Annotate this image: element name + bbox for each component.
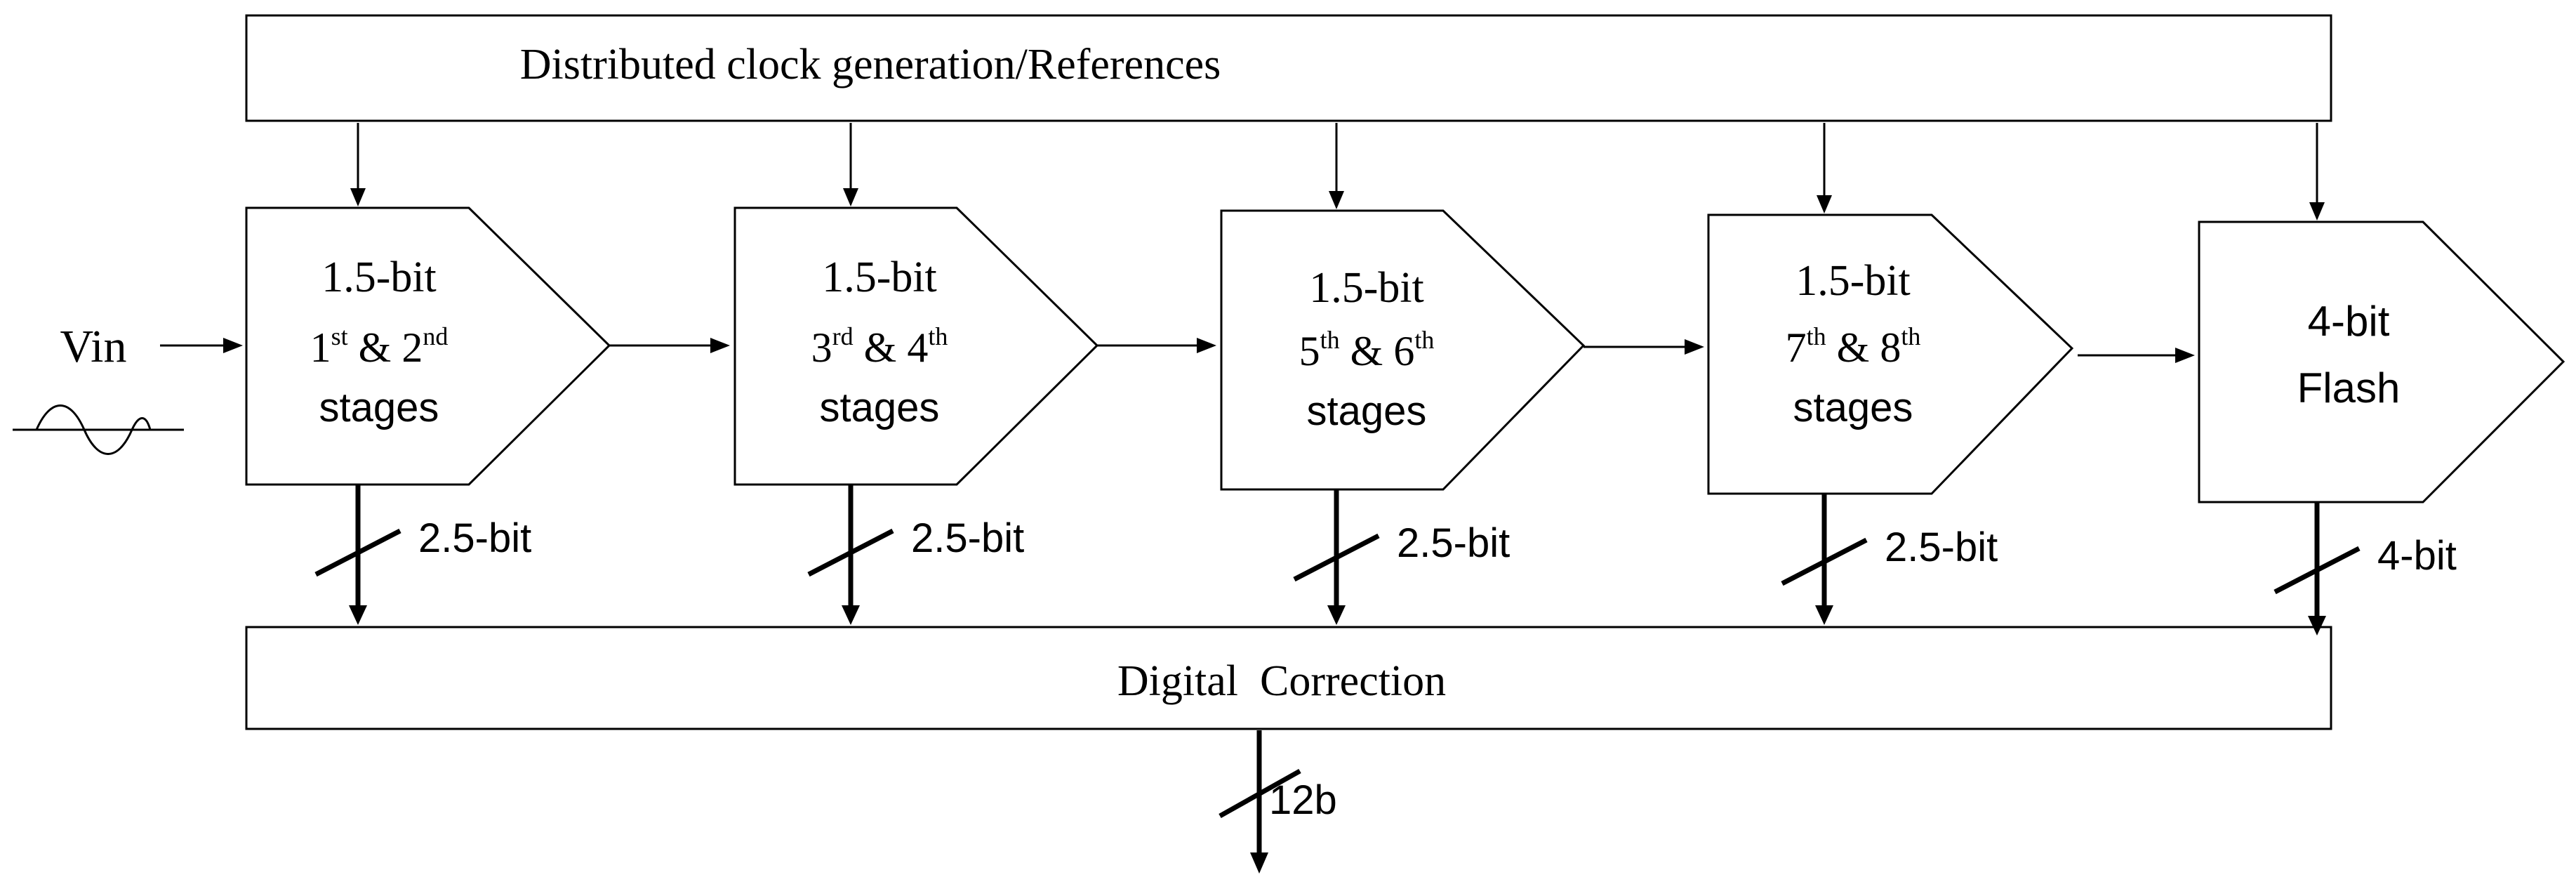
clock-arrow-5-arrowhead [2309, 202, 2325, 220]
stage-range-superscript: th [1901, 322, 1920, 350]
flash-out-bus-label: 4-bit [2377, 533, 2457, 579]
stage-out-bus-3-arrowhead [1327, 605, 1346, 625]
stage-range-text: & 2 [348, 324, 423, 371]
output-bus-arrowhead [1250, 852, 1268, 874]
stage-shape [1220, 209, 1586, 491]
vin-arrowhead [223, 338, 243, 353]
clock-arrow-2-arrowhead [843, 188, 858, 206]
clock-arrow-3-arrowhead [1329, 191, 1344, 209]
stage-range-text: 7 [1786, 324, 1807, 371]
digital-correction-block [245, 626, 2332, 730]
stage-block-1: 1.5-bit 1st​ & 2nd​ stages [245, 206, 611, 486]
stage-stages-label: stages [820, 385, 940, 430]
stage-out-bus-2-arrowhead [842, 605, 860, 625]
stage-out-bus-label-1: 2.5-bit [418, 515, 531, 561]
stage-out-bus-label-2: 2.5-bit [911, 515, 1024, 561]
clock-label: Distributed clock generation/References [520, 41, 1221, 88]
stage-range-text: 1 [310, 324, 331, 371]
stage-bits-label: 1.5-bit [1309, 264, 1424, 312]
stage-bits-label: 1.5-bit [822, 253, 937, 301]
stage-range-label: 5th​ & 6th​ [1299, 326, 1435, 374]
sine-wave-icon [35, 404, 152, 455]
stage-out-bus-slash-4 [1781, 537, 1868, 586]
flash-shape [2198, 220, 2565, 503]
stage-block-3: 1.5-bit 5th​ & 6th​ stages [1220, 209, 1586, 491]
stage-link-3-arrowhead [1685, 339, 1704, 355]
flash-name-label: Flash [2297, 364, 2401, 411]
digital-correction-label: Digital Correction [1117, 657, 1446, 705]
stage-range-label: 1st​ & 2nd​ [310, 322, 449, 371]
flash-out-bus-slash [2273, 546, 2361, 595]
stage-range-superscript: rd [832, 322, 854, 350]
stage-range-label: 7th​ & 8th​ [1786, 322, 1921, 371]
vin-label: Vin [60, 321, 126, 372]
stage-out-bus-label-4: 2.5-bit [1885, 525, 1998, 570]
stage-out-bus-slash-3 [1293, 533, 1380, 582]
stage-shape [245, 206, 611, 486]
clock-arrow-1-arrowhead [350, 188, 366, 206]
output-bus-label: 12b [1269, 777, 1337, 823]
stage-range-superscript: st [331, 322, 348, 350]
stage-out-bus-slash-1 [314, 528, 401, 577]
stage-shape [1707, 213, 2074, 495]
stage-out-bus-slash-2 [807, 528, 894, 577]
stage-out-bus-1-arrowhead [349, 605, 367, 625]
stage-link-4-arrowhead [2175, 348, 2195, 363]
stage-link-2-arrowhead [1197, 338, 1216, 353]
stage-range-superscript: nd [423, 322, 448, 350]
stage-bits-label: 1.5-bit [1795, 257, 1911, 305]
stage-range-text: & 8 [1826, 324, 1901, 371]
stage-range-label: 3rd​ & 4th​ [811, 322, 948, 371]
clock-arrow-4-arrowhead [1817, 195, 1832, 213]
stage-range-text: 5 [1299, 328, 1320, 374]
flash-bits-label: 4-bit [2308, 298, 2390, 345]
stage-range-text: & 4 [854, 324, 929, 371]
stage-out-bus-label-3: 2.5-bit [1397, 520, 1510, 566]
stage-out-bus-4-arrowhead [1815, 605, 1833, 625]
stage-link-1-arrowhead [710, 338, 730, 353]
stage-shape [733, 206, 1099, 486]
stage-range-superscript: th [1807, 322, 1826, 350]
stage-block-4: 1.5-bit 7th​ & 8th​ stages [1707, 213, 2074, 495]
flash-out-bus-arrowhead [2308, 616, 2326, 636]
stage-stages-label: stages [1307, 388, 1427, 434]
stage-range-text: 3 [811, 324, 832, 371]
stage-range-superscript: th [1320, 326, 1340, 354]
output-bus-slash [1219, 768, 1301, 819]
stages-layer: 1.5-bit 1st​ & 2nd​ stages 2.5-bit 1.5-bit 3r… [245, 123, 2565, 636]
stage-block-2: 1.5-bit 3rd​ & 4th​ stages [733, 206, 1099, 486]
stage-range-superscript: th [1414, 326, 1434, 354]
stage-range-text: & 6 [1340, 328, 1415, 374]
stage-stages-label: stages [319, 385, 439, 430]
clock-block [245, 14, 2332, 122]
stage-range-superscript: th [928, 322, 948, 350]
stage-bits-label: 1.5-bit [321, 253, 437, 301]
stage-stages-label: stages [1793, 385, 1913, 430]
